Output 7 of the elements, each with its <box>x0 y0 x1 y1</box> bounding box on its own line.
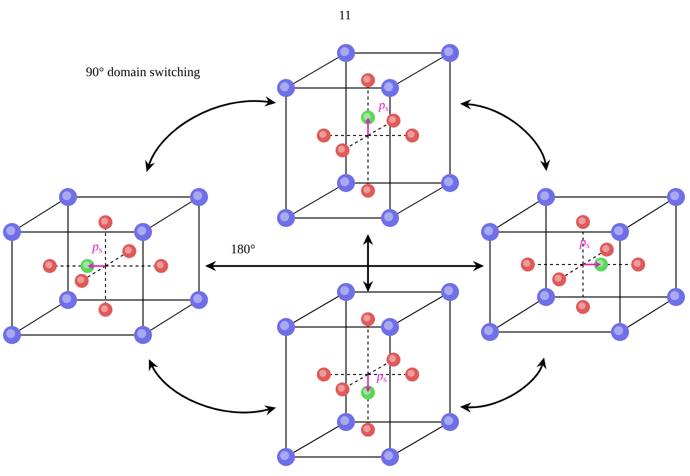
polarization-label: p$_{s}$ <box>91 244 102 254</box>
polarization-label: p$_{s}$ <box>378 103 388 112</box>
polarization-label: p$_{s}$ <box>376 374 386 383</box>
page-number: 11 <box>340 10 350 20</box>
edge-label: 90° domain switching <box>84 66 202 80</box>
edge-label: 180° <box>230 244 256 254</box>
polarization-label: p$_{s}$ <box>578 240 590 249</box>
